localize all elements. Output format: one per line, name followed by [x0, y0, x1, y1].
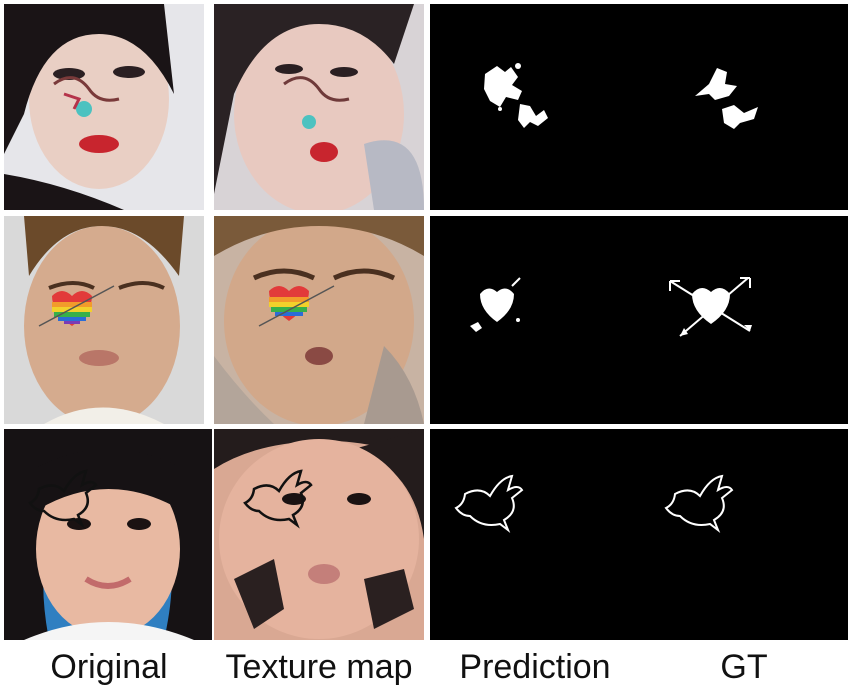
dove-outline-icon: [28, 469, 98, 529]
caption-texture-map: Texture map: [225, 648, 413, 686]
row1-texture-map: [214, 4, 424, 210]
row2-prediction-mask: [430, 216, 640, 424]
caption-prediction: Prediction: [459, 648, 611, 686]
row3-gt-mask: [640, 429, 848, 640]
figure-grid: [0, 4, 848, 640]
row3-prediction-mask: [430, 429, 640, 640]
row1-gt-mask: [640, 4, 848, 210]
row3-original-image: [4, 429, 212, 640]
row3-texture-map: [214, 429, 424, 640]
caption-gt: GT: [720, 648, 768, 686]
row-separator: [0, 212, 848, 215]
row2-texture-map: [214, 216, 424, 424]
caption-original: Original: [50, 648, 168, 686]
row2-gt-mask: [640, 216, 848, 424]
row1-original-image: [4, 4, 204, 210]
row-separator: [0, 425, 848, 428]
dove-outline-icon: [243, 469, 313, 529]
row2-original-image: [4, 216, 204, 424]
row1-prediction-mask: [430, 4, 640, 210]
rainbow-heart-icon: [269, 286, 309, 321]
